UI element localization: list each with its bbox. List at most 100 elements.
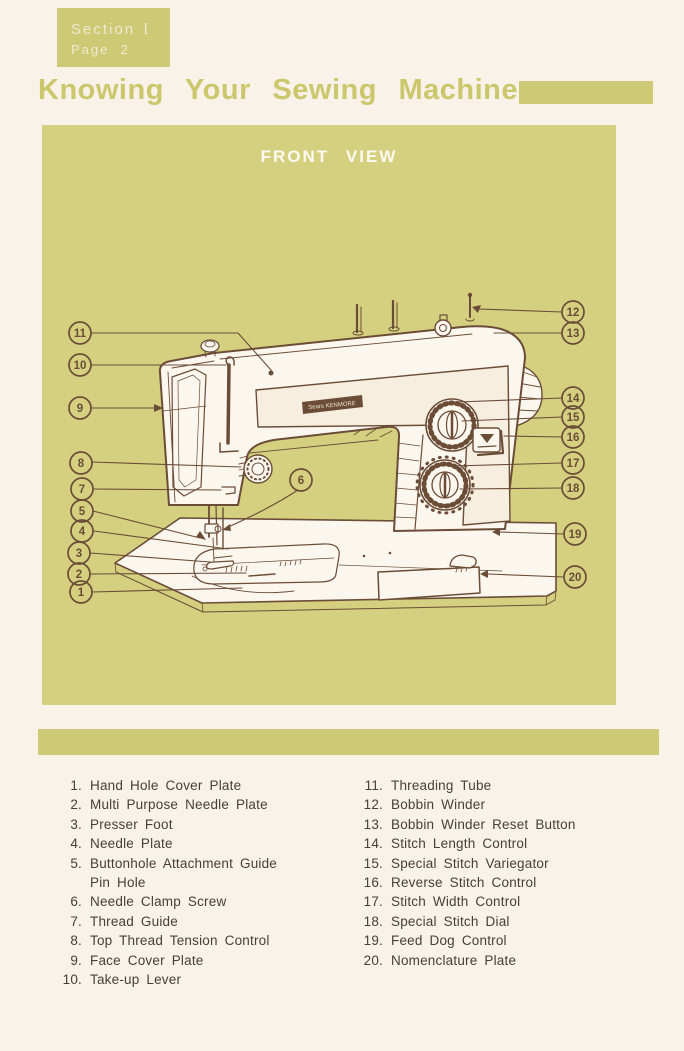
- front-view-diagram-panel: FRONT VIEW: [42, 125, 616, 705]
- tension-control: [238, 454, 273, 484]
- legend-item-label: Feed Dog Control: [391, 933, 507, 949]
- callout-1: 1: [69, 580, 93, 604]
- svg-text:17: 17: [567, 458, 580, 470]
- svg-text:6: 6: [298, 475, 304, 487]
- callout-7: 7: [70, 477, 94, 501]
- legend-item-number: 2.: [70, 797, 82, 813]
- section-word: Section: [71, 21, 136, 38]
- separator-bar: [38, 729, 659, 755]
- svg-text:5: 5: [79, 506, 86, 518]
- stitch-width-dial: [415, 455, 475, 515]
- legend-item-6: 6.Needle Clamp Screw: [60, 892, 355, 911]
- legend-item-label: Stitch Width Control: [391, 894, 521, 910]
- svg-text:11: 11: [74, 328, 87, 340]
- section-page-box: Section I Page 2: [57, 8, 170, 67]
- legend-item-number: 13.: [363, 816, 383, 832]
- legend-item-label: Stitch Length Control: [391, 836, 528, 852]
- legend-item-number: 3.: [70, 816, 82, 832]
- callout-11: 11: [68, 321, 92, 345]
- svg-text:7: 7: [79, 484, 85, 496]
- legend-item-number: 4.: [70, 836, 82, 852]
- legend-item-label: Special Stitch Dial: [391, 913, 510, 929]
- legend-item-16: 16. Reverse Stitch Control: [355, 873, 640, 892]
- legend-item-18: 18. Special Stitch Dial: [355, 912, 640, 931]
- svg-text:14: 14: [567, 393, 580, 405]
- callout-20: 20: [563, 565, 587, 589]
- svg-text:13: 13: [567, 328, 580, 340]
- legend-item-20: 20. Nomenclature Plate: [355, 951, 640, 970]
- svg-text:1: 1: [78, 587, 85, 599]
- legend-item-label: Bobbin Winder Reset Button: [391, 816, 576, 832]
- svg-text:9: 9: [77, 403, 83, 415]
- legend-item-number: 18.: [363, 913, 383, 929]
- page-word: Page: [71, 42, 110, 57]
- legend-item-14: 14. Stitch Length Control: [355, 834, 640, 853]
- legend-item-label: Nomenclature Plate: [391, 952, 517, 968]
- legend-item-number: 14.: [363, 836, 383, 852]
- legend-item-8: 8. Top Thread Tension Control: [60, 931, 355, 950]
- legend-item-number: 6.: [70, 894, 82, 910]
- legend-item-number: 15.: [363, 855, 383, 871]
- legend-item-label: Buttonhole Attachment Guide Pin Hole: [90, 855, 278, 891]
- take-up-lever: [219, 356, 239, 453]
- legend-item-4: 4.Needle Plate: [60, 834, 355, 853]
- legend-item-label: Take-up Lever: [90, 972, 182, 988]
- legend-item-1: 1.Hand Hole Cover Plate: [60, 776, 355, 795]
- legend-item-7: 7.Thread Guide: [60, 912, 355, 931]
- thread-guide: [221, 486, 236, 495]
- leader-arrowheads: [154, 305, 500, 578]
- thread-guide-cap: [200, 339, 220, 358]
- legend-item-label: Hand Hole Cover Plate: [90, 778, 242, 793]
- legend-item-2: 2.Multi Purpose Needle Plate: [60, 795, 355, 814]
- legend-item-label: Top Thread Tension Control: [90, 933, 270, 949]
- callout-12: 12: [561, 300, 585, 324]
- svg-text:3: 3: [76, 548, 82, 560]
- legend-item-12: 12. Bobbin Winder: [355, 795, 640, 814]
- legend-item-9: 9. Face Cover Plate: [60, 951, 355, 970]
- legend-item-17: 17.Stitch Width Control: [355, 892, 640, 911]
- legend-item-label: Thread Guide: [90, 913, 178, 929]
- callout-3: 3: [67, 541, 91, 565]
- leader-lines: [89, 308, 565, 593]
- legend-item-15: 15.Special Stitch Variegator: [355, 854, 640, 873]
- callout-15: 15: [561, 405, 585, 429]
- page-title: Knowing Your Sewing Machine: [38, 74, 519, 106]
- threading-tube-hole: [268, 370, 274, 376]
- legend-item-label: Presser Foot: [90, 816, 173, 832]
- callout-14: 14: [561, 386, 585, 410]
- legend-item-number: 12.: [363, 797, 383, 813]
- callout-17: 17: [561, 451, 585, 475]
- legend-item-number: 9.: [70, 952, 82, 968]
- legend-item-number: 10.: [62, 972, 82, 988]
- legend-item-number: 8.: [70, 933, 82, 949]
- callout-4: 4: [70, 519, 94, 543]
- svg-text:18: 18: [567, 483, 580, 495]
- legend-column-right: 11.Threading Tube 12. Bobbin Winder 13. Bobb…: [355, 776, 640, 989]
- legend-item-3: 3. Presser Foot: [60, 815, 355, 834]
- legend-item-label: Reverse Stitch Control: [391, 875, 537, 891]
- legend-item-11: 11.Threading Tube: [355, 776, 640, 795]
- legend-item-label: Face Cover Plate: [90, 952, 204, 968]
- feed-dog-lever: [446, 554, 479, 573]
- brand-badge-text: Sears KENMORE: [308, 401, 356, 411]
- section-label: Section I: [71, 21, 170, 39]
- legend-item-number: 20.: [363, 952, 383, 968]
- callout-9: 9: [68, 396, 92, 420]
- legend-item-label: Threading Tube: [391, 778, 492, 793]
- legend-item-label: Bobbin Winder: [391, 797, 486, 813]
- callout-19: 19: [563, 522, 587, 546]
- legend-item-number: 16.: [363, 875, 383, 891]
- callout-10: 10: [68, 353, 92, 377]
- section-numeral: I: [143, 21, 151, 38]
- svg-text:8: 8: [78, 458, 85, 470]
- legend-item-19: 19.Feed Dog Control: [355, 931, 640, 950]
- page-number: 2: [120, 42, 130, 57]
- callout-5: 5: [70, 499, 94, 523]
- title-bar-decoration: [519, 81, 653, 104]
- needle-clamp-screw: [204, 523, 219, 534]
- callout-13: 13: [561, 321, 585, 345]
